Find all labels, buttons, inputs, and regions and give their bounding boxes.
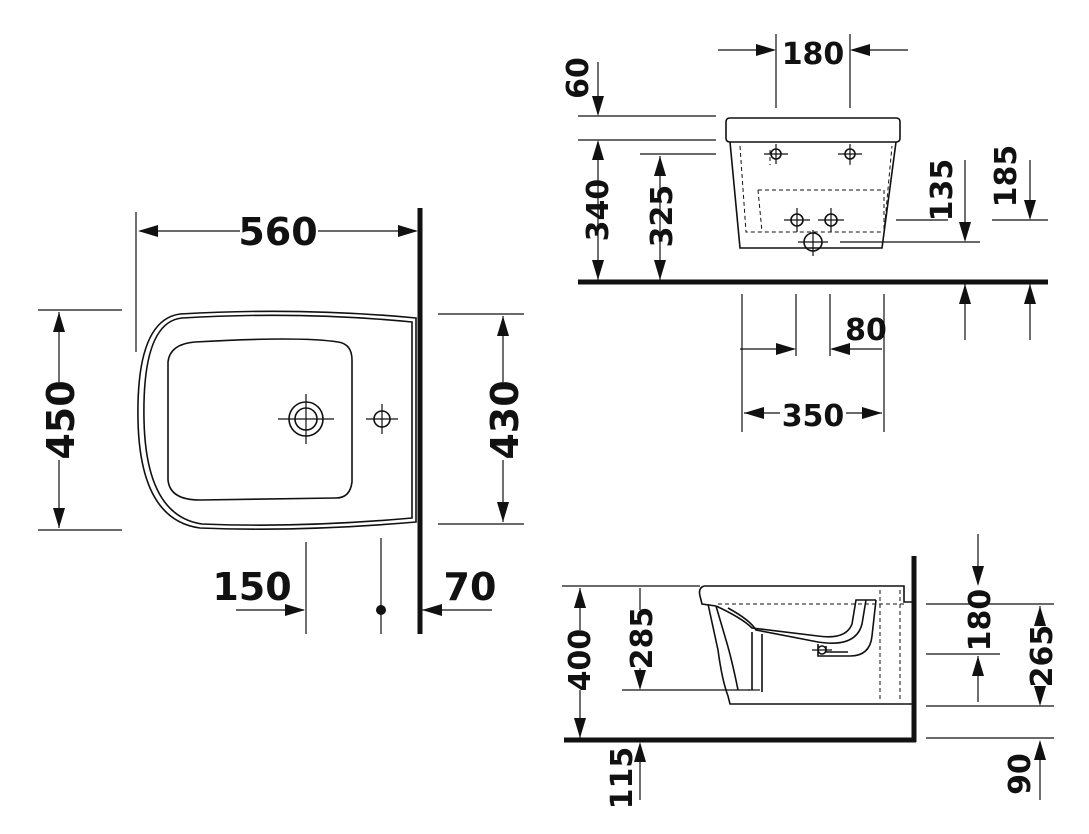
dim-60: 60: [561, 57, 596, 99]
bidet-side-rim: [698, 585, 912, 607]
dim-560: 560: [238, 210, 317, 254]
front-view: 180 60 340 325 135 185: [561, 34, 1048, 434]
dim-115: 115: [605, 747, 640, 810]
dim-80: 80: [845, 313, 887, 348]
dim-70: 70: [444, 565, 497, 609]
top-view: 560 450 430 150 70: [38, 208, 527, 634]
dim-450: 450: [39, 380, 83, 459]
dim-185: 185: [989, 145, 1024, 208]
bidet-rim: [725, 117, 901, 143]
dim-430: 430: [483, 380, 527, 459]
dim-150: 150: [212, 565, 291, 609]
dim-340: 340: [581, 179, 616, 242]
dim-180-top: 180: [782, 37, 845, 72]
dim-400: 400: [563, 629, 598, 692]
dim-350: 350: [782, 399, 845, 434]
bidet-front-body: [729, 141, 897, 249]
dim-285: 285: [625, 607, 660, 670]
bidet-outer-outline: [137, 310, 417, 530]
bidet-side-profile: [707, 603, 912, 705]
dim-325: 325: [645, 185, 680, 248]
side-view: 400 285 115 180 265 90: [562, 534, 1060, 809]
bidet-bowl-outline: [167, 338, 353, 501]
bidet-side-bowl: [715, 599, 876, 638]
dim-135: 135: [925, 159, 960, 222]
bidet-outer-outline-2: [143, 314, 413, 526]
dim-90: 90: [1003, 753, 1038, 795]
dim-180-side: 180: [963, 589, 998, 652]
dim-265: 265: [1025, 625, 1060, 688]
